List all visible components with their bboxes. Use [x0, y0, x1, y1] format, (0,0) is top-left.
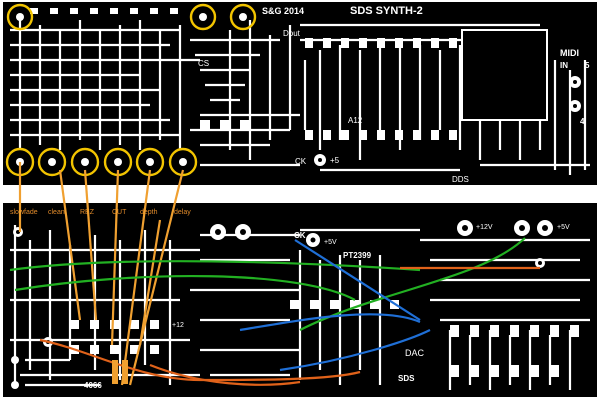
credit-label: S&G 2014: [262, 6, 304, 16]
resistor-2: [122, 360, 128, 384]
sds-label-bottom: SDS: [398, 374, 415, 383]
highlight-circle-pot-6: [168, 147, 198, 177]
knob-label-depth: depth: [140, 209, 158, 216]
dac-label: DAC: [405, 348, 425, 358]
knob-label-clean: clean: [48, 209, 65, 216]
resistor-blocks: [112, 360, 128, 384]
plus12-label: +12: [172, 322, 184, 329]
plus5-label-top: +5: [330, 156, 340, 165]
top-board: S&G 2014 SDS SYNTH-2 Dout CS A12 CK +5 D…: [3, 2, 597, 185]
jumper-wires-red-orange: [39, 266, 540, 386]
plus5v-label-b: +5V: [557, 224, 570, 231]
midi-label: MIDI: [560, 48, 579, 58]
bottom-traces: [10, 225, 590, 390]
midi-pin4-label: 4: [580, 117, 585, 126]
top-pads: [30, 8, 457, 140]
jumper-wires-blue: [239, 239, 431, 372]
highlight-circle-pot-2: [37, 147, 67, 177]
green-wire-1: [9, 260, 421, 272]
highlight-circle-top-1: [6, 3, 34, 31]
blue-wire-3: [279, 329, 431, 372]
blue-wire-1: [294, 239, 421, 321]
plus5v-label-a: +5V: [324, 239, 337, 246]
cs-label: CS: [198, 59, 209, 68]
blue-wire-2: [239, 313, 421, 332]
dds-module-ground: [468, 36, 541, 114]
jumper-wire-3: [83, 169, 98, 321]
resistor-1: [112, 360, 118, 384]
knob-label-delay: delay: [174, 209, 191, 216]
bottom-board: slowfade clean REZ CUT depth delay CK +5…: [3, 203, 597, 397]
dds-label: DDS: [452, 175, 469, 184]
pt2399-label: PT2399: [343, 251, 372, 260]
knob-label-cut: CUT: [112, 209, 127, 216]
highlight-circle-top-2: [189, 3, 217, 31]
plus12v-label: +12V: [476, 224, 493, 231]
red-wire-3: [149, 363, 301, 386]
jumper-wire-4: [110, 169, 120, 346]
jumper-wire-2: [58, 169, 82, 321]
green-wire-2: [14, 275, 356, 301]
highlight-pads: [16, 13, 247, 166]
a12-label: A12: [348, 116, 363, 125]
dout-label: Dout: [283, 29, 301, 38]
board-title: SDS SYNTH-2: [350, 5, 423, 17]
ck-label-bottom: CK: [294, 231, 306, 240]
knob-label-slowfade: slowfade: [10, 209, 38, 216]
chip-4066-label: 4066: [84, 381, 102, 390]
midi-pin5-label: 5: [585, 61, 590, 70]
ck-label-top: CK: [295, 157, 307, 166]
jumper-wire-7: [138, 219, 162, 346]
highlight-circle-top-3: [229, 3, 257, 31]
midi-in-label: IN: [560, 61, 568, 70]
